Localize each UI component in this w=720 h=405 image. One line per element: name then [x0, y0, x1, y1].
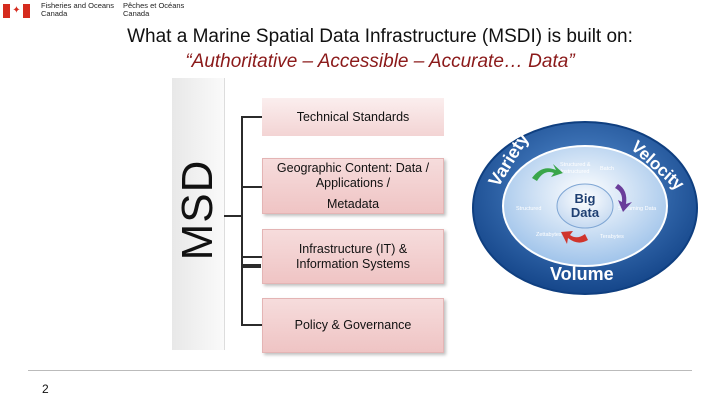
pillar-geographic-content: Geographic Content: Data / Applications … [262, 158, 444, 214]
inner-label-structured: Structured [516, 206, 541, 212]
pillar-label-line1: Geographic Content: Data / Applications … [271, 161, 435, 191]
msd-vertical-label: MSD [174, 150, 222, 270]
inner-label-structured-unstructured-1: Structured & [560, 162, 591, 168]
pillar-infrastructure: Infrastructure (IT) & Information System… [262, 229, 444, 284]
page-number: 2 [42, 382, 49, 396]
slide-subtitle: “Authoritative – Accessible – Accurate… … [40, 51, 720, 73]
connector-branch-4 [241, 324, 262, 326]
pillar-label: Infrastructure (IT) & Information System… [271, 242, 435, 272]
center-label-big: Big [575, 191, 596, 206]
pillar-technical-standards: Technical Standards [262, 98, 444, 136]
connector-branch-1 [241, 116, 262, 118]
slide-title: What a Marine Spatial Data Infrastructur… [40, 26, 720, 48]
dept-en-line2: Canada [41, 10, 114, 18]
pillar-label-line2: Metadata [271, 197, 435, 212]
inner-label-structured-unstructured-2: Unstructured [558, 169, 590, 175]
pillar-policy-governance: Policy & Governance [262, 298, 444, 353]
big-data-wheel-graphic: Variety Velocity Volume Big Data Structu… [470, 118, 700, 298]
connector-stub [224, 215, 242, 217]
msd-text: MSD [176, 160, 220, 261]
connector-bracket-mark [243, 264, 261, 268]
pillar-label: Policy & Governance [295, 318, 412, 333]
department-name-en: Fisheries and Oceans Canada [41, 2, 114, 18]
pillar-label: Geographic Content: Data / Applications … [271, 161, 435, 212]
center-label-data: Data [571, 205, 600, 220]
connector-spine [241, 116, 243, 325]
inner-label-batch: Batch [600, 166, 614, 172]
canada-flag-icon: ✦ [3, 4, 30, 18]
department-name-fr: Pêches et Océans Canada [123, 2, 184, 18]
pillar-label: Technical Standards [297, 110, 410, 125]
dept-fr-line2: Canada [123, 10, 184, 18]
connector-branch-2 [241, 186, 262, 188]
ring-label-volume: Volume [550, 264, 614, 284]
inner-label-terabytes: Terabytes [600, 234, 624, 240]
connector-branch-3 [241, 256, 262, 258]
inner-label-zettabytes: Zettabytes [536, 232, 562, 238]
footer-divider [28, 370, 692, 371]
